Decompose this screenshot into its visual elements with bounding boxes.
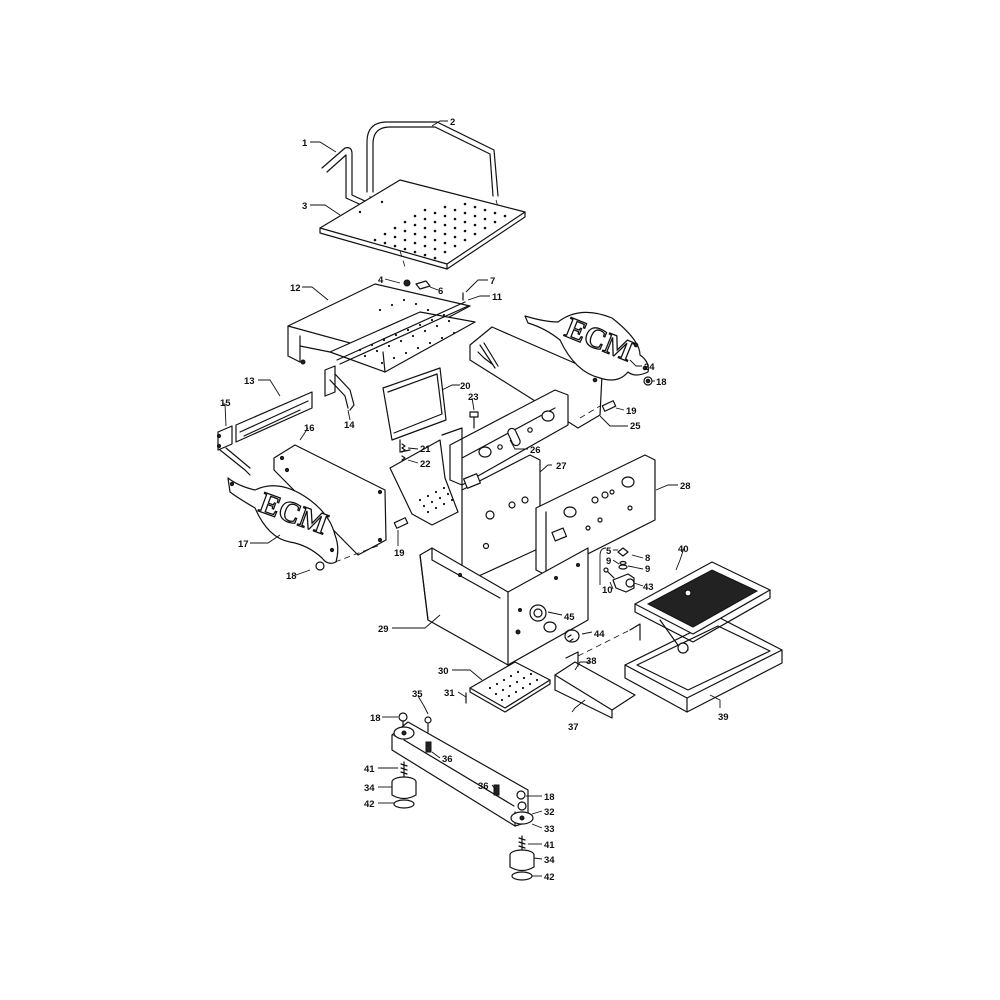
part-nut-left: [315, 561, 325, 571]
callout-20: 20: [460, 381, 471, 392]
callout-36a: 36: [442, 754, 453, 765]
part-screw: [469, 411, 479, 429]
callout-3: 3: [302, 201, 307, 212]
part-left-side-panel: [273, 444, 387, 556]
callout-9a: 9: [606, 556, 611, 567]
part-cup-tray: [319, 179, 526, 270]
callout-42b: 42: [544, 872, 555, 883]
callout-18d: 18: [544, 792, 555, 803]
callout-25: 25: [630, 421, 641, 432]
callout-18b: 18: [656, 377, 667, 388]
callout-19a: 19: [394, 548, 405, 559]
callout-39: 39: [718, 712, 729, 723]
callout-44: 44: [594, 629, 605, 640]
part-frame-screws: [398, 712, 526, 800]
part-foot-right: [509, 835, 535, 881]
part-frame-panel: [449, 389, 569, 486]
callout-5: 5: [606, 546, 612, 557]
part-inner-drip-grid: [389, 439, 459, 526]
callout-30: 30: [438, 666, 449, 677]
part-base-box: [419, 547, 589, 666]
callout-43: 43: [643, 582, 654, 593]
callout-10: 10: [602, 585, 613, 596]
callout-labels: 1 2 3 4 5 6 7 8 9 9 10 11 12 13 14 15 16…: [220, 117, 729, 883]
callout-34a: 34: [364, 783, 375, 794]
callout-23: 23: [468, 392, 479, 403]
part-top-cover: [287, 283, 476, 373]
callout-34b: 34: [544, 855, 555, 866]
callout-15: 15: [220, 398, 231, 409]
callout-18a: 18: [286, 571, 297, 582]
callout-33: 33: [544, 824, 555, 835]
callout-41a: 41: [364, 764, 375, 775]
callout-9b: 9: [645, 564, 650, 575]
part-bracket: [324, 365, 355, 411]
callout-24: 24: [644, 362, 655, 373]
callout-17: 17: [238, 539, 249, 550]
callout-18c: 18: [370, 713, 381, 724]
callout-38: 38: [586, 656, 597, 667]
callout-31: 31: [444, 688, 455, 699]
callout-12: 12: [290, 283, 301, 294]
callout-37: 37: [568, 722, 579, 733]
callout-21: 21: [420, 444, 431, 455]
part-splash-panel: [382, 367, 447, 453]
part-drip-grate: [634, 561, 771, 654]
callout-6: 6: [438, 286, 443, 297]
callout-7: 7: [490, 276, 495, 287]
cup-tray-perforations: [358, 200, 507, 260]
part-fitting-left: [393, 517, 409, 529]
callout-11: 11: [492, 292, 503, 303]
top-cover-perforations: [358, 298, 456, 365]
part-right-side-panel: [469, 326, 603, 429]
callout-36b: 36: [478, 781, 489, 792]
part-drip-bracket: [554, 623, 641, 719]
callout-40: 40: [678, 544, 689, 555]
callout-27: 27: [556, 461, 567, 472]
callout-42a: 42: [364, 799, 375, 810]
callout-45: 45: [564, 612, 575, 623]
callout-19b: 19: [626, 406, 637, 417]
callout-32: 32: [544, 807, 555, 818]
part-drip-tray: [624, 617, 783, 713]
callout-1: 1: [302, 138, 308, 149]
callout-29: 29: [378, 624, 389, 635]
callout-2: 2: [450, 117, 455, 128]
part-clip: [403, 279, 431, 290]
callout-13: 13: [244, 376, 255, 387]
part-foot-left: [391, 761, 417, 809]
callout-26: 26: [530, 445, 541, 456]
part-steam-valve-detail: [599, 547, 635, 593]
part-side-bracket: [216, 425, 251, 476]
part-fitting-right: [601, 400, 617, 412]
part-base-frame: [391, 721, 534, 827]
part-valve: [529, 604, 547, 622]
callout-28: 28: [680, 481, 691, 492]
leader-lines: [222, 120, 721, 877]
part-outer-front-panel: [535, 454, 656, 576]
callout-35: 35: [412, 689, 423, 700]
callout-16: 16: [304, 423, 315, 434]
part-wood-panel: [235, 391, 313, 443]
part-front-panel: [441, 427, 541, 581]
part-small-grid: [469, 661, 551, 713]
callout-8: 8: [645, 553, 650, 564]
callout-41b: 41: [544, 840, 555, 851]
callout-4: 4: [378, 275, 384, 286]
part-knob: [543, 621, 580, 643]
callout-14: 14: [344, 420, 355, 431]
callout-22: 22: [420, 459, 431, 470]
washer-right: [517, 801, 527, 811]
